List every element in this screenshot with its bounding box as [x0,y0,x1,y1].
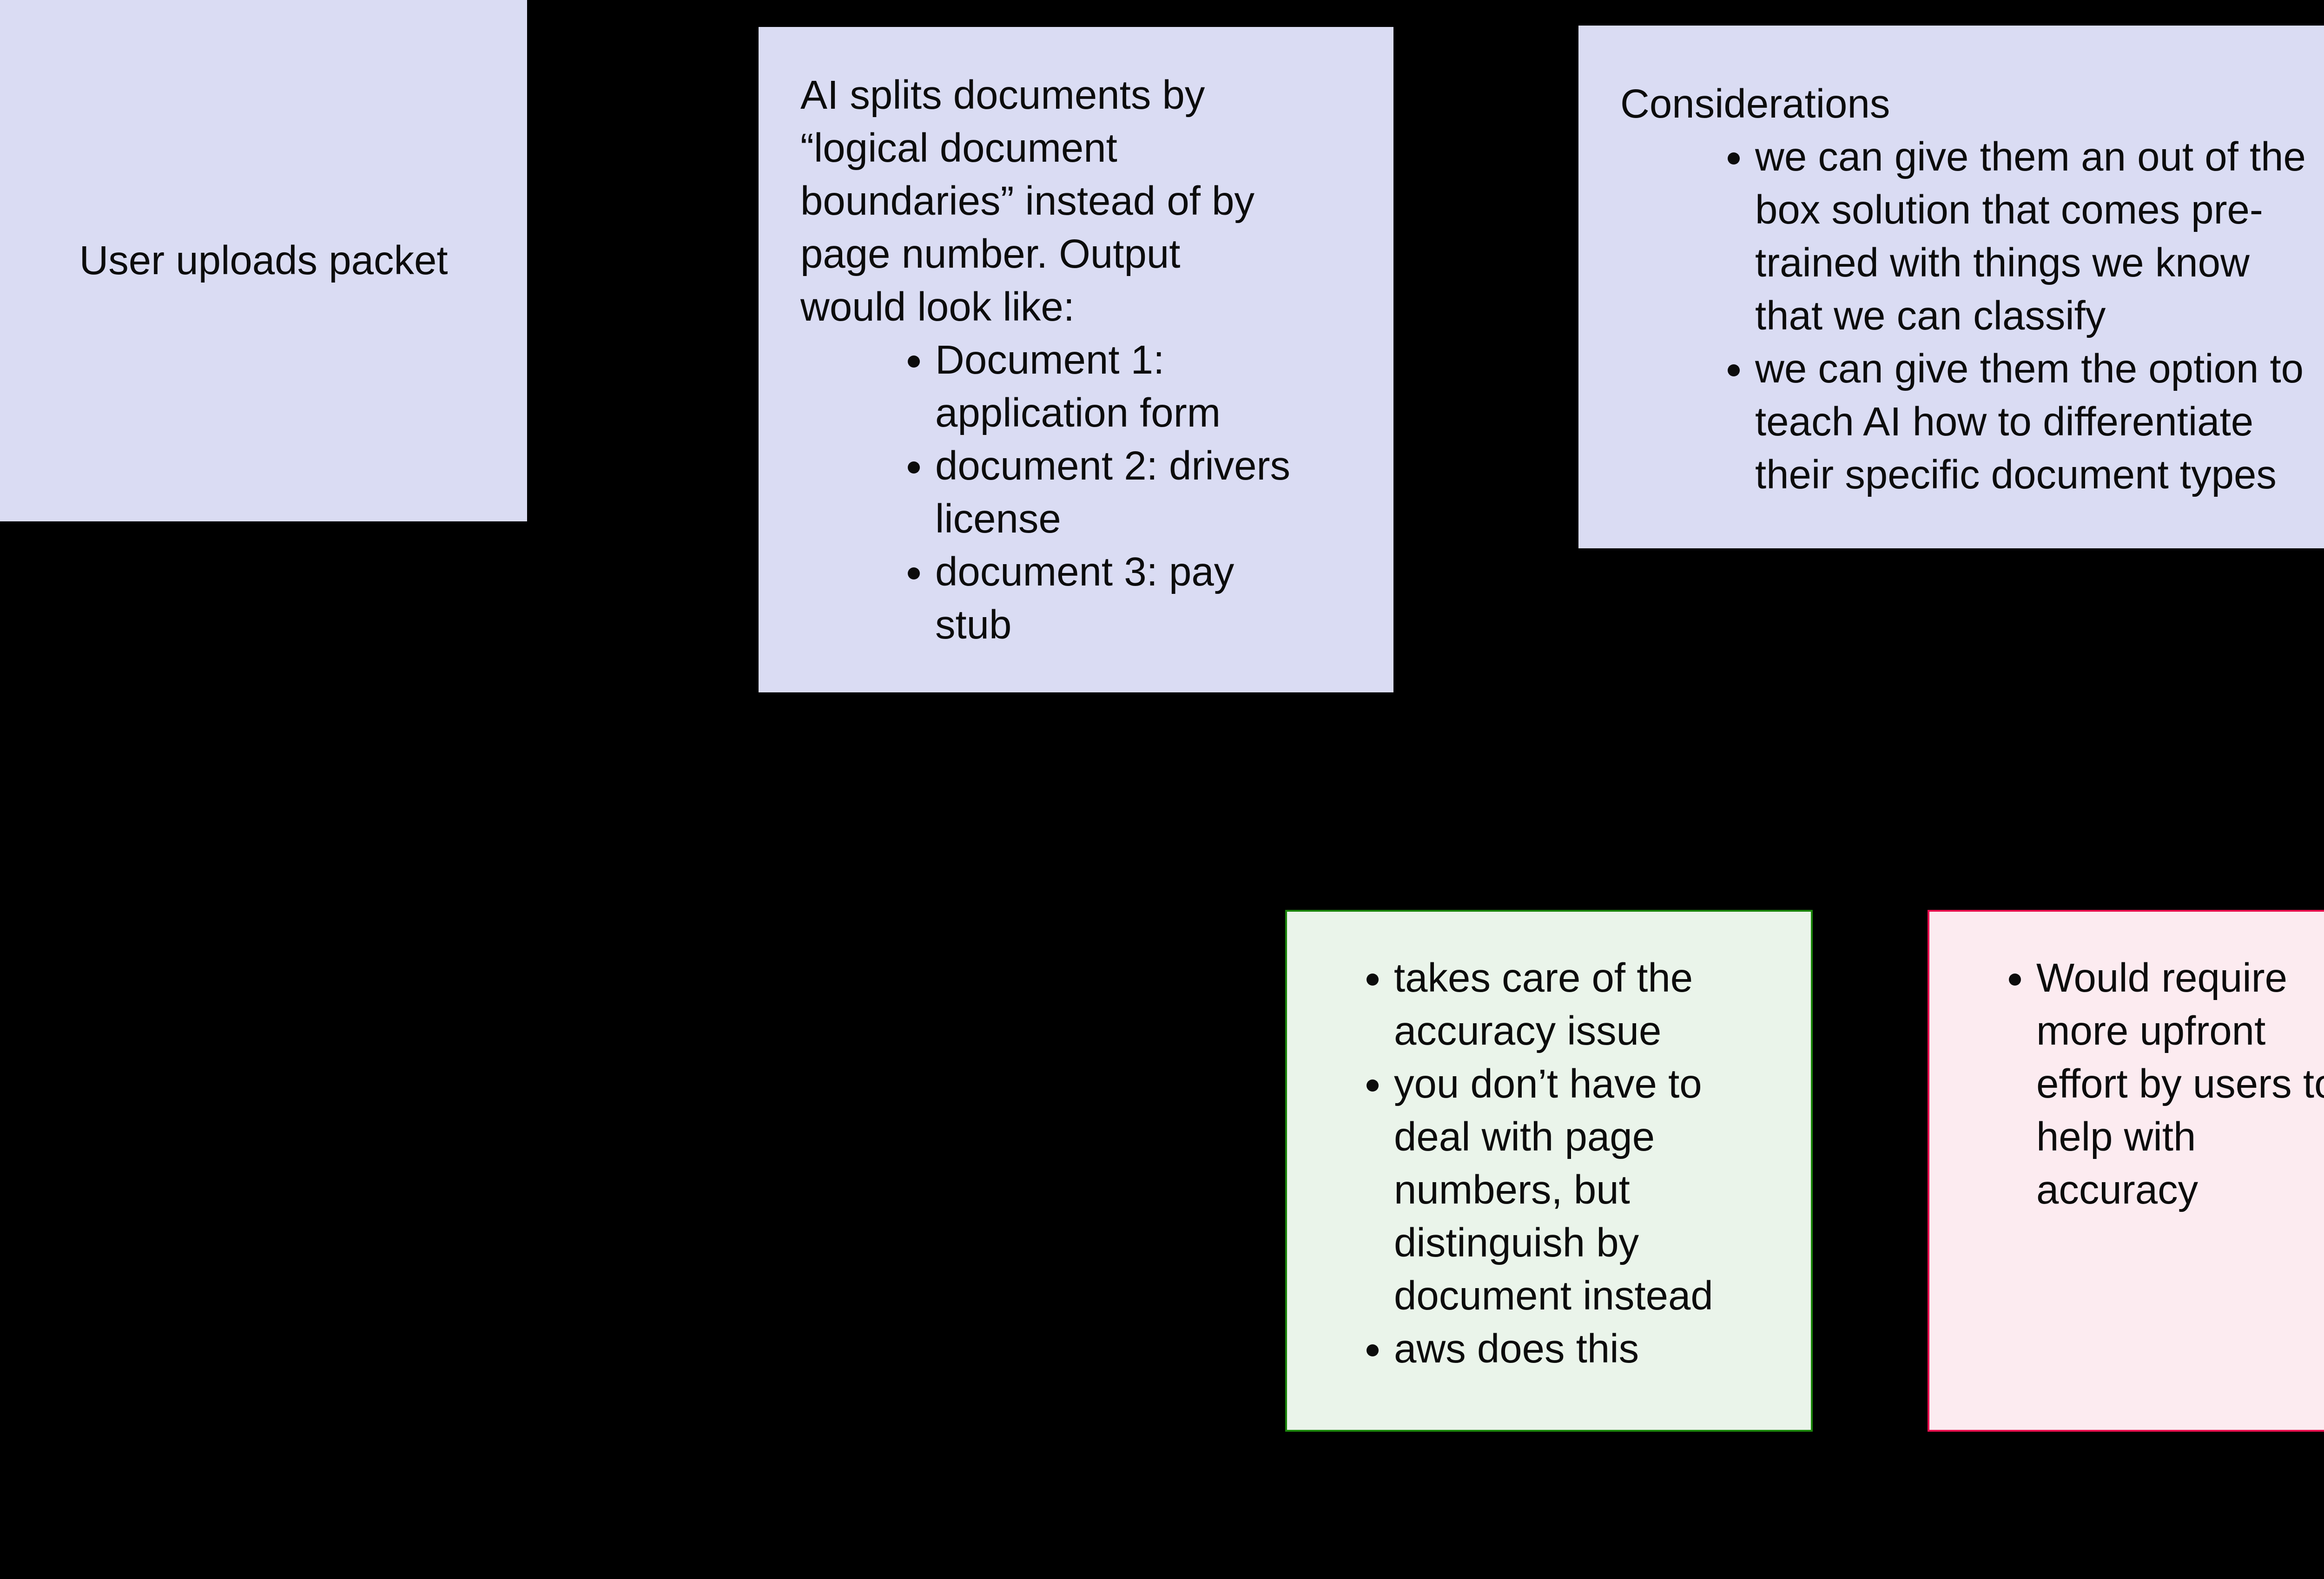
note-heading: Considerations [1620,81,1890,126]
note-paragraph: AI splits documents by “logical document… [800,72,1254,329]
sticky-note-user-uploads[interactable]: User uploads packet [0,0,527,521]
sticky-note-considerations[interactable]: Considerations we can give them an out o… [1578,26,2324,548]
bullet-item: takes care of the accuracy issue [1394,952,1774,1058]
bullet-item: aws does this [1394,1322,1774,1375]
bullet-list: Would require more upfront effort by use… [1967,952,2324,1217]
note-cons-pink[interactable]: Would require more upfront effort by use… [1928,910,2324,1432]
bullet-item: Document 1: application form [935,334,1352,440]
bullet-item: document 2: drivers license [935,440,1352,546]
bullet-item: Would require more upfront effort by use… [2036,952,2324,1217]
bullet-list: we can give them an out of the box solut… [1620,131,2324,501]
bullet-item: we can give them an out of the box solut… [1755,131,2324,342]
bullet-item: you don’t have to deal with page numbers… [1394,1058,1774,1322]
sticky-note-ai-splits[interactable]: AI splits documents by “logical document… [759,27,1393,692]
bullet-item: we can give them the option to teach AI … [1755,342,2324,501]
bullet-list: takes care of the accuracy issue you don… [1324,952,1774,1375]
bullet-item: document 3: pay stub [935,546,1352,651]
bullet-list: Document 1: application form document 2:… [800,334,1352,651]
note-text: User uploads packet [79,238,448,283]
note-pros-green[interactable]: takes care of the accuracy issue you don… [1285,910,1813,1432]
